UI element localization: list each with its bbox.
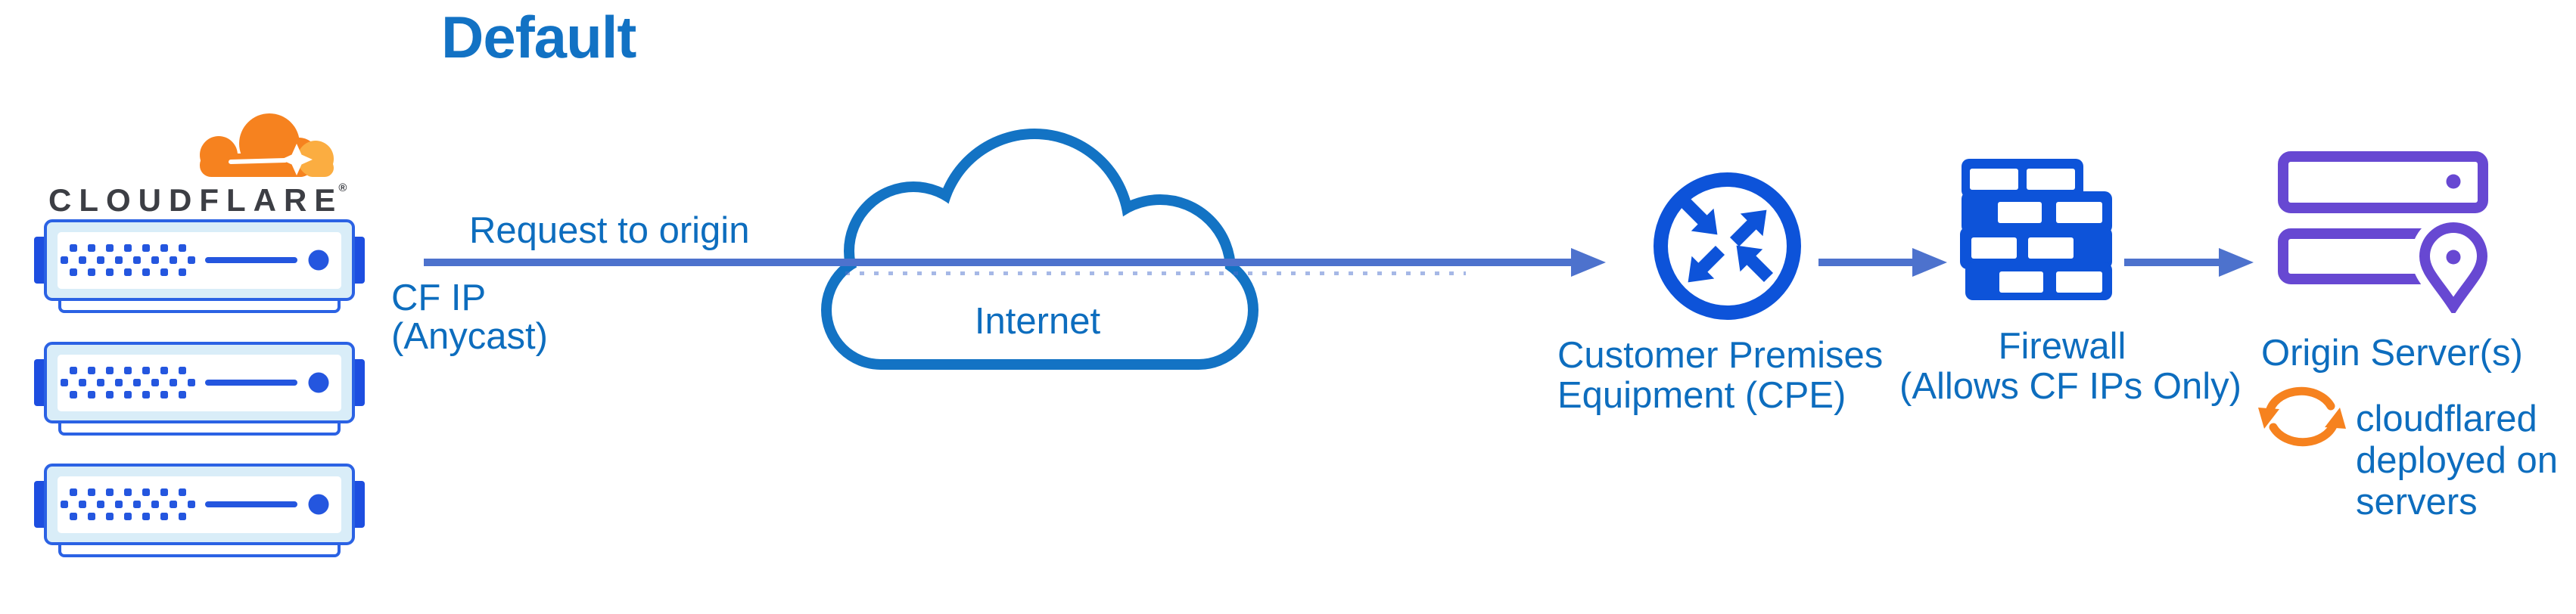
firewall-label: Firewall (Allows CF IPs Only) (1899, 326, 2242, 407)
edge-server-icon (33, 219, 366, 315)
cpe-label: Customer Premises Equipment (CPE) (1557, 336, 1883, 416)
cpe-label-line2: Equipment (CPE) (1557, 375, 1846, 416)
cloudflared-note-label: cloudflared deployed on servers (2356, 398, 2558, 523)
wordmark-text: CLOUDFLARE (48, 182, 344, 218)
cloudflared-line1: cloudflared (2356, 398, 2537, 439)
cloudflare-logo-icon (200, 113, 334, 177)
flow-arrow-icon (1912, 248, 1947, 277)
cf-ip-anycast-label: CF IP (Anycast) (391, 279, 548, 356)
origin-servers-label: Origin Server(s) (2261, 333, 2523, 374)
firewall-label-line1: Firewall (1998, 326, 2126, 367)
firewall-icon (1960, 159, 2112, 300)
logo-flare-swoosh (229, 158, 288, 164)
cpe-router-icon (1654, 172, 1801, 320)
flow-arrow-icon (2219, 248, 2254, 277)
cloudflared-line3: servers (2356, 482, 2478, 523)
sync-arrows-icon (2258, 386, 2346, 447)
internet-label: Internet (974, 301, 1101, 342)
anycast-line: (Anycast) (391, 316, 548, 357)
diagram-title: Default (441, 4, 636, 70)
cloudflare-wordmark: CLOUDFLARE® (48, 181, 347, 219)
request-to-origin-label: Request to origin (469, 210, 750, 251)
logo-flare-spark (281, 144, 313, 175)
request-line-segment-3 (2124, 259, 2222, 266)
cf-ip-line: CF IP (391, 278, 487, 318)
firewall-label-line2: (Allows CF IPs Only) (1899, 366, 2242, 407)
request-line-segment-2 (1818, 259, 1915, 266)
cpe-label-line1: Customer Premises (1557, 335, 1884, 376)
location-pin-icon (2419, 222, 2488, 313)
origin-servers-icon (2278, 151, 2489, 313)
response-dashed-line (845, 271, 1466, 275)
edge-server-icon (33, 464, 366, 559)
registered-mark: ® (338, 181, 347, 194)
flow-arrow-icon (1571, 248, 1606, 277)
cloudflared-line2: deployed on (2356, 440, 2559, 481)
request-line-segment-1 (424, 259, 1571, 266)
internet-cloud-icon (821, 129, 1258, 370)
edge-server-icon (33, 342, 366, 437)
